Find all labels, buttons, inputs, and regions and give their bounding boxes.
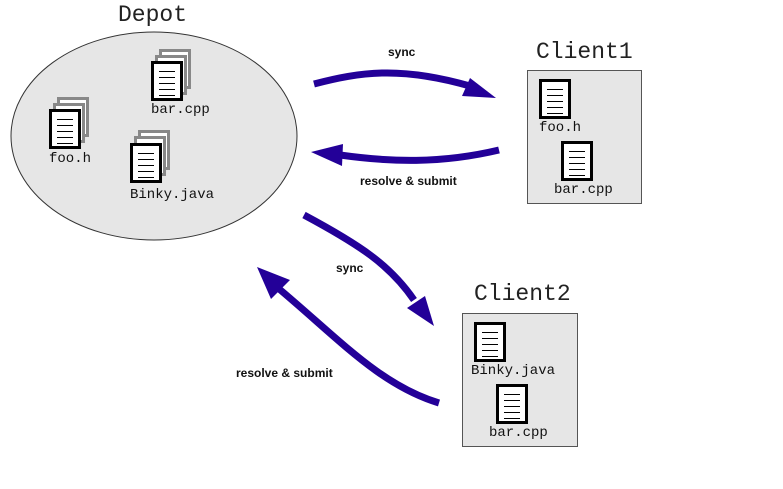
document-icon	[496, 384, 528, 424]
file-label: foo.h	[49, 151, 92, 167]
file-label: bar.cpp	[151, 102, 210, 118]
document-icon	[49, 109, 81, 149]
label-sync-client2: sync	[336, 261, 364, 275]
label-sync-client1: sync	[388, 45, 416, 59]
arrow-submit-client2	[257, 267, 441, 407]
document-icon	[539, 79, 571, 119]
depot-title: Depot	[118, 2, 188, 28]
arrow-sync-client2	[302, 211, 434, 326]
file-label: foo.h	[539, 120, 582, 136]
file-label: bar.cpp	[489, 425, 548, 441]
document-icon	[151, 61, 183, 101]
label-submit-client1: resolve & submit	[360, 174, 457, 188]
client2-title: Client2	[474, 281, 571, 307]
document-icon	[561, 141, 593, 181]
file-label: bar.cpp	[554, 182, 613, 198]
file-label: Binky.java	[130, 187, 215, 203]
client1-title: Client1	[536, 39, 633, 65]
document-icon	[130, 143, 162, 183]
arrow-submit-client1	[311, 144, 500, 166]
label-submit-client2: resolve & submit	[236, 366, 333, 380]
file-label: Binky.java	[471, 363, 556, 379]
arrow-sync-client1	[313, 69, 496, 98]
document-icon	[474, 322, 506, 362]
